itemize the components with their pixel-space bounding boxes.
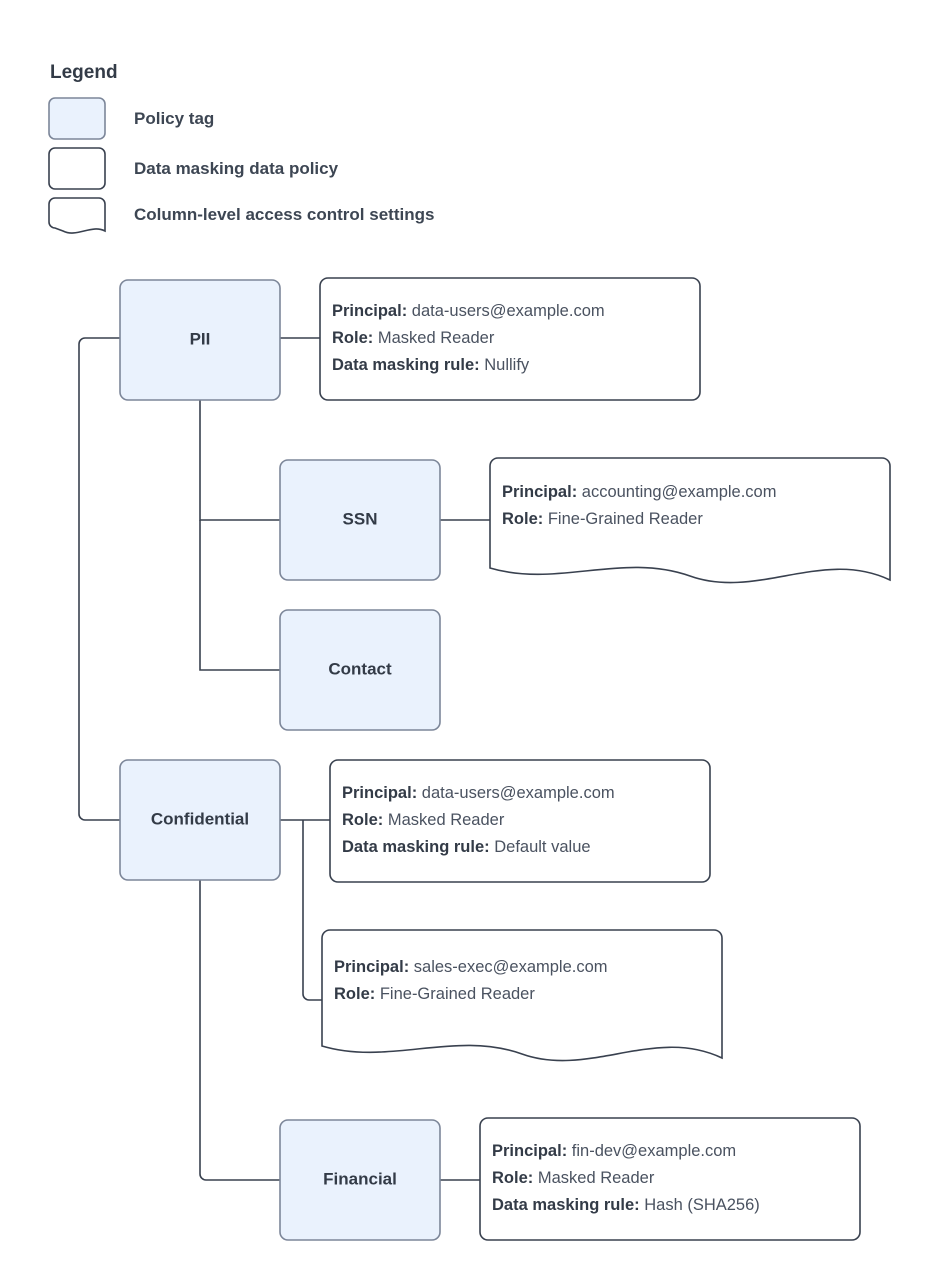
callout-confidential-access-principal: Principal: sales-exec@example.com [334, 958, 608, 976]
legend-item-label-0: Policy tag [134, 109, 214, 128]
connector-pii-to-ssn [199, 400, 280, 521]
callout-pii-policy-principal: Principal: data-users@example.com [332, 302, 605, 320]
connector-spine-pii-confidential [78, 337, 120, 821]
node-financial[interactable]: Financial [279, 1119, 441, 1241]
callout-financial-policy[interactable]: Principal: fin-dev@example.com Role: Mas… [479, 1117, 861, 1241]
callout-confidential-access[interactable]: Principal: sales-exec@example.com Role: … [321, 929, 723, 1062]
node-financial-box[interactable] [279, 1119, 441, 1241]
legend-column-access-settings-swatch [48, 197, 106, 234]
node-contact-box[interactable] [279, 609, 441, 731]
node-pii-label: PII [190, 329, 211, 348]
callout-confidential-policy-box[interactable] [329, 759, 711, 883]
node-confidential[interactable]: Confidential [119, 759, 281, 881]
legend: Legend Policy tag Data masking data poli… [48, 62, 434, 234]
callout-confidential-policy-role: Role: Masked Reader [342, 811, 505, 829]
node-ssn-label: SSN [343, 509, 378, 528]
callout-ssn-access-box[interactable] [489, 457, 891, 584]
callout-financial-policy-principal: Principal: fin-dev@example.com [492, 1142, 736, 1160]
callout-confidential-access-box[interactable] [321, 929, 723, 1062]
callout-ssn-access-principal: Principal: accounting@example.com [502, 483, 776, 501]
node-pii[interactable]: PII [119, 279, 281, 401]
callout-pii-policy[interactable]: Principal: data-users@example.com Role: … [319, 277, 701, 401]
node-pii-box[interactable] [119, 279, 281, 401]
callout-financial-policy-box[interactable] [479, 1117, 861, 1241]
callout-pii-policy-box[interactable] [319, 277, 701, 401]
connector-confidential-to-financial [199, 880, 280, 1181]
callout-confidential-policy-principal: Principal: data-users@example.com [342, 784, 615, 802]
callout-confidential-policy-masking-rule: Data masking rule: Default value [342, 838, 591, 856]
callout-financial-policy-role: Role: Masked Reader [492, 1169, 655, 1187]
node-financial-label: Financial [323, 1169, 397, 1188]
node-ssn-box[interactable] [279, 459, 441, 581]
callout-ssn-access-role: Role: Fine-Grained Reader [502, 510, 703, 528]
callout-pii-policy-role: Role: Masked Reader [332, 329, 495, 347]
callout-ssn-access[interactable]: Principal: accounting@example.com Role: … [489, 457, 891, 584]
connector-confidential-to-access [302, 820, 322, 1001]
callout-financial-policy-masking-rule: Data masking rule: Hash (SHA256) [492, 1196, 760, 1214]
node-confidential-box[interactable] [119, 759, 281, 881]
node-confidential-label: Confidential [151, 809, 249, 828]
legend-title: Legend [50, 62, 118, 83]
node-ssn[interactable]: SSN [279, 459, 441, 581]
connectors [78, 337, 490, 1181]
legend-item-label-2: Column-level access control settings [134, 205, 434, 224]
node-contact[interactable]: Contact [279, 609, 441, 731]
node-contact-label: Contact [328, 659, 392, 678]
legend-item-label-1: Data masking data policy [134, 159, 339, 178]
callout-confidential-policy[interactable]: Principal: data-users@example.com Role: … [329, 759, 711, 883]
connector-pii-to-contact [199, 520, 280, 671]
callout-confidential-access-role: Role: Fine-Grained Reader [334, 985, 535, 1003]
callout-pii-policy-masking-rule: Data masking rule: Nullify [332, 356, 530, 374]
legend-policy-tag-swatch [48, 97, 106, 140]
legend-data-masking-policy-swatch [48, 147, 106, 190]
